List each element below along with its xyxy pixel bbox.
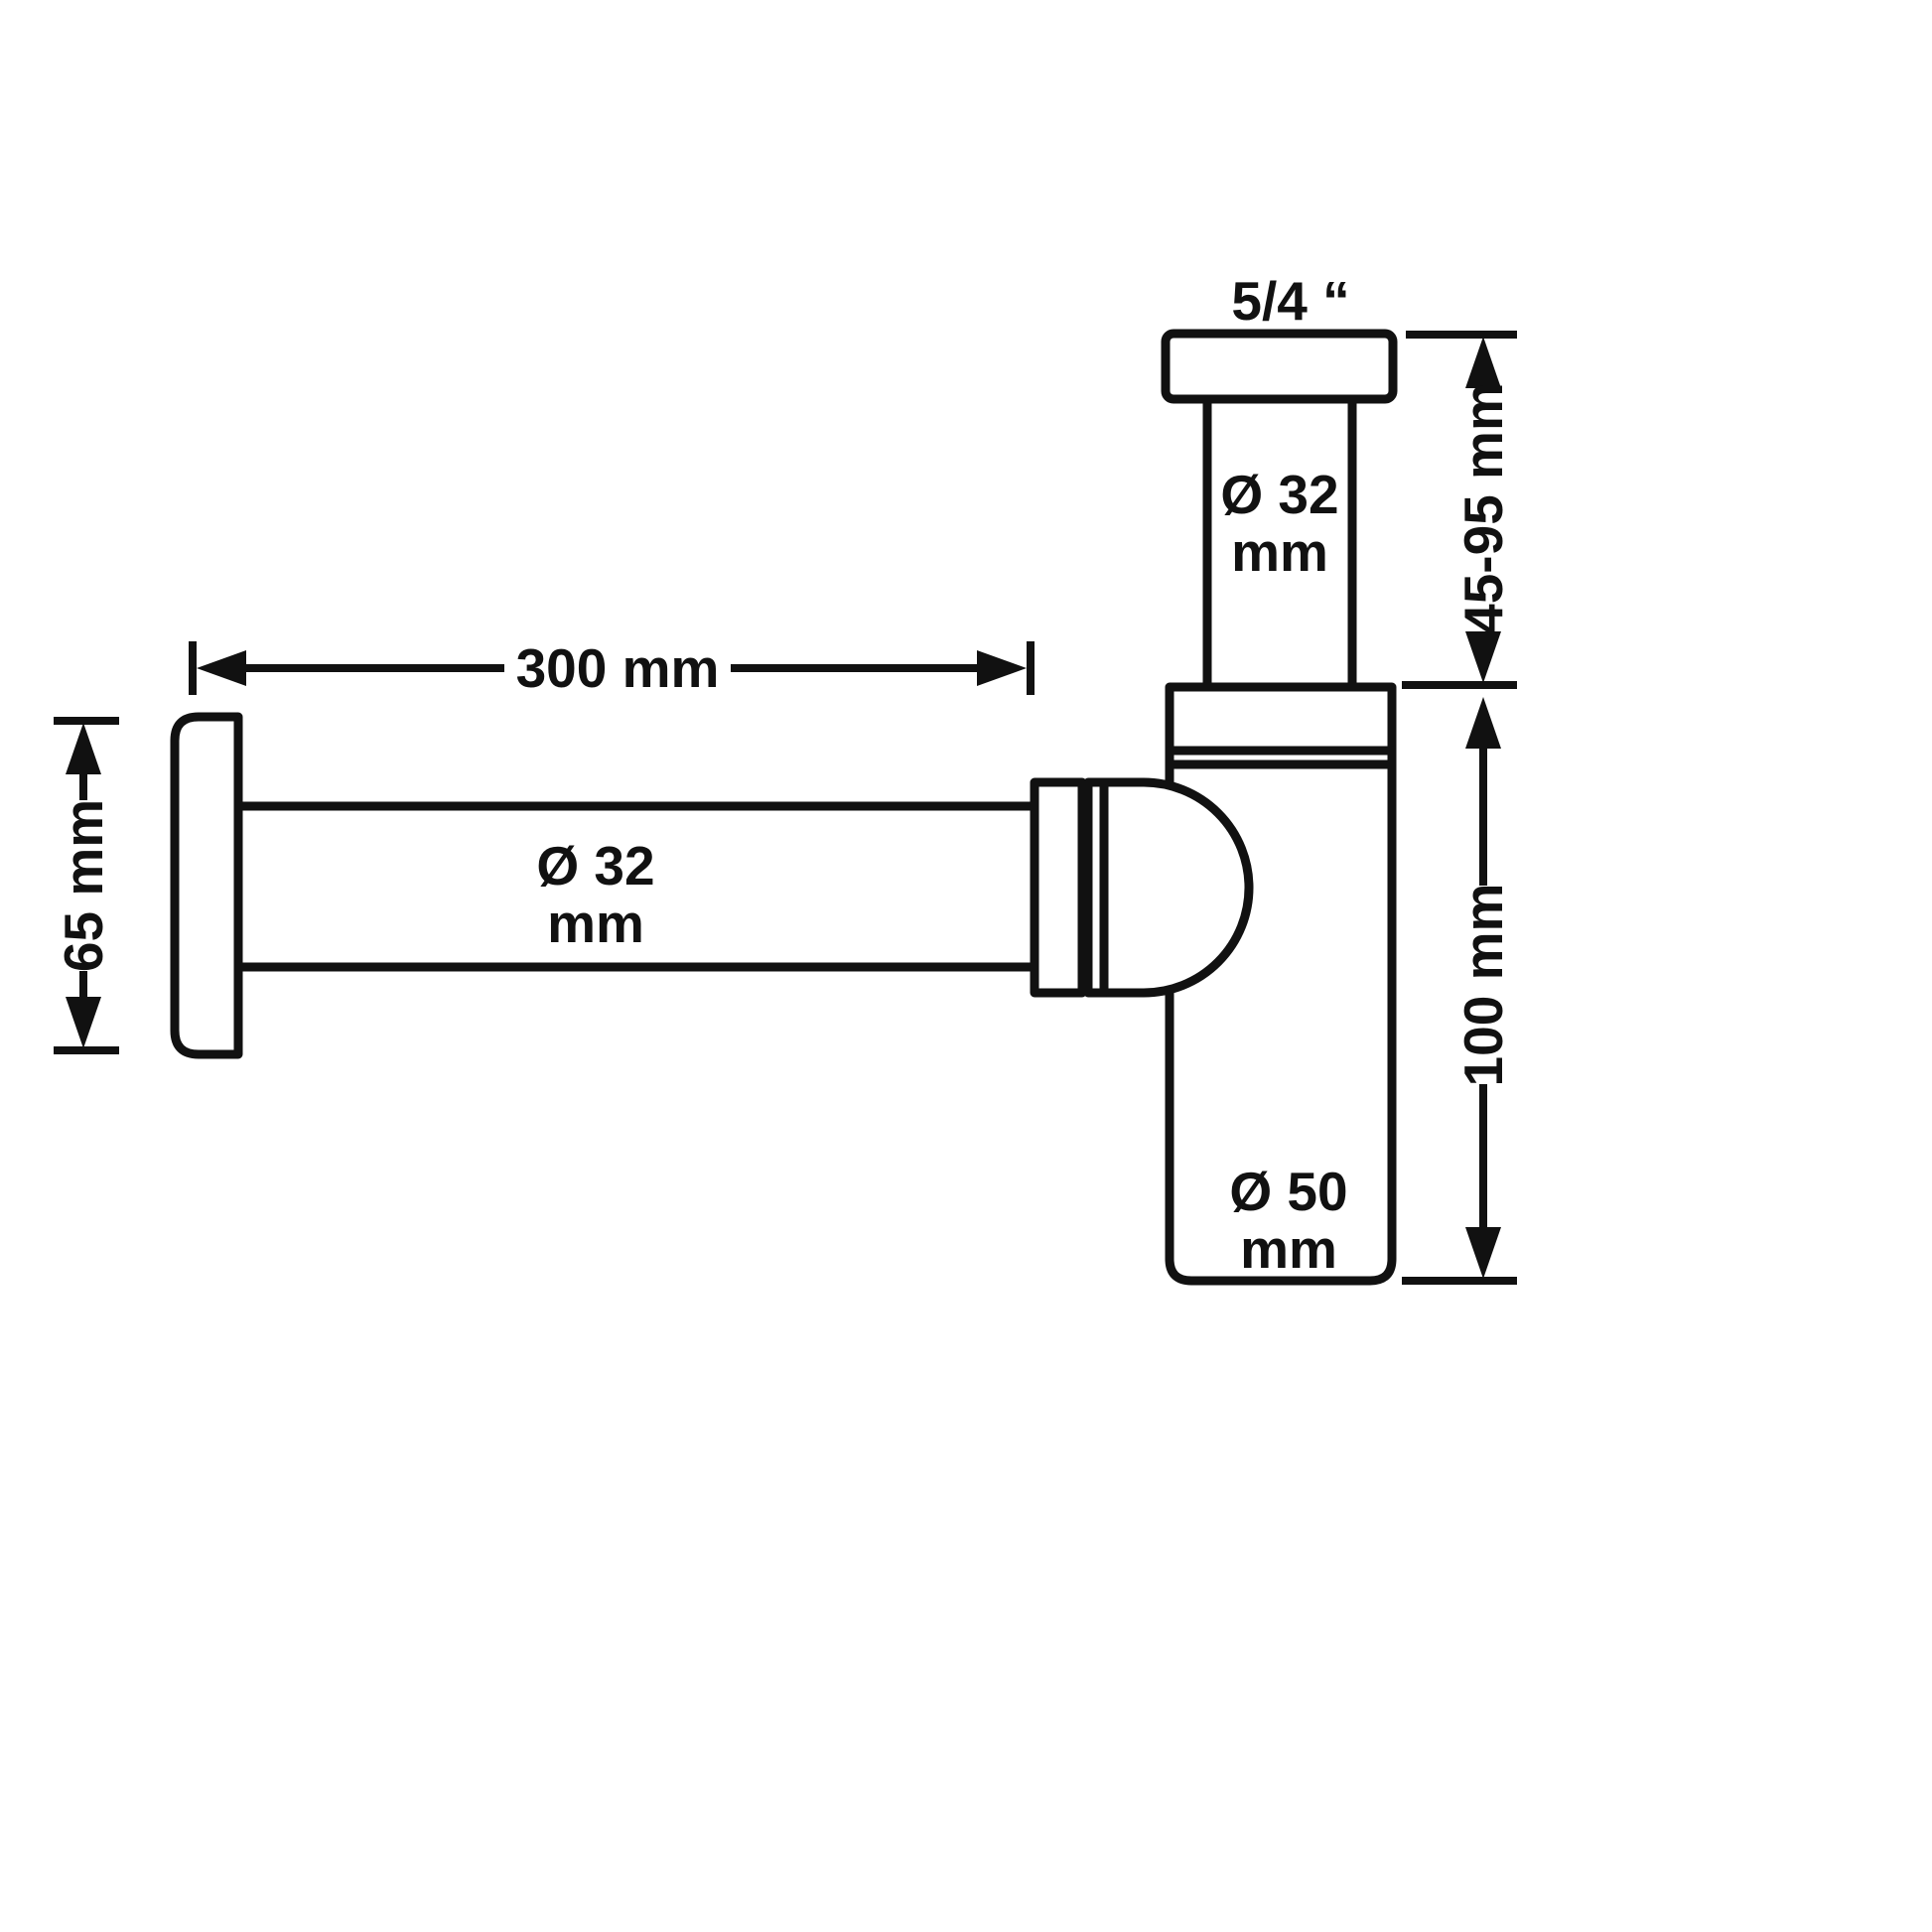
pipe-diameter-unit: mm	[547, 893, 644, 954]
dim-4595-label: 45-95 mm	[1452, 382, 1514, 634]
dim-100-arrow-up	[1465, 697, 1501, 749]
outlet-elbow	[1099, 777, 1254, 998]
part-labels: 5/4 “ Ø 32 mm Ø 32 mm Ø 50 mm	[536, 270, 1349, 1280]
dim-65-label: 65 mm	[53, 799, 114, 972]
dim-body-height-100: 100 mm	[1402, 697, 1517, 1285]
inlet-cap-nut	[1161, 329, 1398, 404]
dim-65-arrow-up	[66, 723, 101, 774]
dim-300-arrow-left	[197, 650, 246, 686]
seal-ring	[1083, 777, 1109, 998]
body-diameter-unit: mm	[1240, 1218, 1337, 1280]
dim-inlet-range-45-95: 45-95 mm	[1402, 331, 1517, 689]
dim-300-arrow-right	[977, 650, 1027, 686]
pipe-diameter-label: Ø 32	[536, 835, 654, 897]
wall-flange	[170, 712, 243, 1059]
dim-length-300: 300 mm	[189, 637, 1035, 699]
thread-size-label: 5/4 “	[1231, 270, 1349, 332]
dim-4595-arrow-up	[1465, 337, 1501, 388]
compression-nut	[1030, 777, 1087, 998]
body-diameter-label: Ø 50	[1229, 1161, 1347, 1222]
dim-4595-arrow-down	[1465, 631, 1501, 683]
trap-assembly	[170, 329, 1398, 1286]
inlet-diameter-label: Ø 32	[1220, 464, 1338, 525]
dim-100-arrow-down	[1465, 1227, 1501, 1279]
dim-300-label: 300 mm	[516, 637, 720, 699]
inlet-diameter-unit: mm	[1231, 521, 1328, 583]
body-collar-nut	[1165, 682, 1397, 756]
dim-65-arrow-down	[66, 997, 101, 1048]
dim-100-label: 100 mm	[1452, 884, 1514, 1087]
dim-rosette-65: 65 mm	[53, 717, 119, 1054]
